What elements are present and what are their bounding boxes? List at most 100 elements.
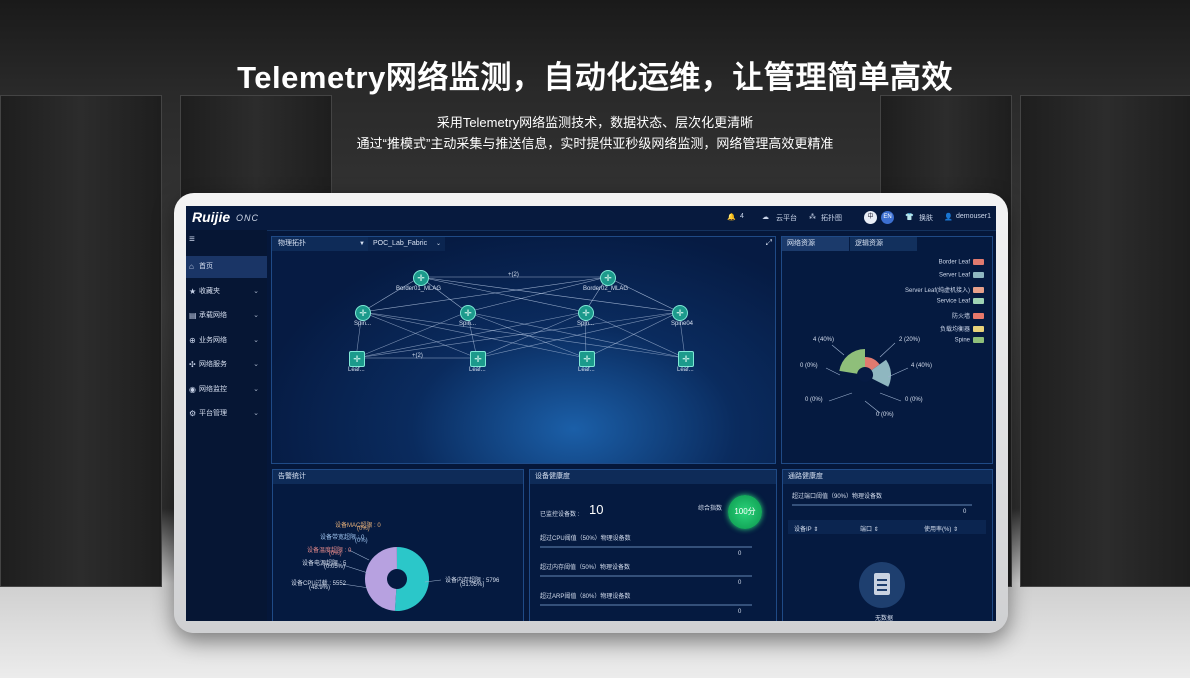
chevron-down-icon: ⌄ bbox=[253, 312, 259, 319]
legend-item[interactable]: Server Leaf(纯虚机接入) bbox=[905, 285, 984, 295]
port-threshold-label: 超过端口阈值（90%）物理设备数 bbox=[792, 494, 883, 500]
sidebar: ≡ ⌂首页★收藏夹⌄▤承载网络⌄⊕业务网络⌄✣网络服务⌄◉网络监控⌄⚙平台管理⌄ bbox=[186, 230, 267, 621]
user-icon[interactable]: 👤 bbox=[944, 214, 953, 221]
tab-logical-resources[interactable]: 逻辑资源 bbox=[850, 237, 917, 251]
language-cn-label: 中 bbox=[867, 214, 874, 220]
rose-label-top-right: 2 (20%) bbox=[899, 337, 921, 343]
alarm-power-pct: (0.05%) bbox=[324, 564, 346, 570]
sidebar-item-6[interactable]: ⚙平台管理⌄ bbox=[186, 403, 267, 425]
health-metric-value: 0 bbox=[738, 609, 742, 615]
border-spine-link bbox=[419, 276, 680, 313]
shirt-icon[interactable]: 👕 bbox=[905, 214, 914, 221]
switch-icon: ✛ bbox=[582, 308, 590, 318]
leaf-node-label: Leaf... bbox=[677, 367, 694, 373]
spine-node[interactable]: ✛ bbox=[460, 305, 476, 321]
border-node[interactable]: ✛ bbox=[413, 270, 429, 286]
spine-node[interactable]: ✛ bbox=[355, 305, 371, 321]
menu-icon[interactable]: ≡ bbox=[189, 234, 195, 245]
sidebar-item-4[interactable]: ✣网络服务⌄ bbox=[186, 354, 267, 376]
background-rack bbox=[0, 95, 162, 587]
sidebar-item-label: 平台管理 bbox=[199, 410, 227, 417]
sidebar-item-3[interactable]: ⊕业务网络⌄ bbox=[186, 330, 267, 352]
alarm-donut-chart bbox=[342, 547, 442, 611]
legend-swatch bbox=[973, 298, 984, 304]
chevron-down-icon: ⌄ bbox=[253, 410, 259, 417]
border-node[interactable]: ✛ bbox=[600, 270, 616, 286]
legend-item-label: Server Leaf bbox=[938, 272, 970, 279]
link-health-panel: 通路健康度 超过端口阈值（90%）物理设备数 0 设备IP ⇕ 端口 ⇕ 使用率… bbox=[782, 469, 993, 621]
legend-item[interactable]: Border Leaf bbox=[939, 259, 984, 269]
legend-swatch bbox=[973, 337, 984, 343]
alarm-temp-label: 设备温度超限 : 0 bbox=[307, 548, 352, 554]
tab-network-resources[interactable]: 网络资源 bbox=[782, 237, 849, 251]
language-toggle-cn[interactable]: 中 bbox=[864, 211, 877, 224]
legend-item[interactable]: Spine bbox=[955, 337, 984, 347]
health-metric-value: 0 bbox=[738, 551, 742, 557]
switch-icon: ✛ bbox=[353, 354, 361, 364]
topology-link[interactable]: 拓扑图 bbox=[821, 215, 842, 222]
border-spine-link bbox=[419, 276, 586, 313]
spine-node-label: Spine04 bbox=[671, 321, 694, 327]
spine-leaf-link bbox=[355, 311, 586, 359]
spine-node[interactable]: ✛ bbox=[578, 305, 594, 321]
alert-count[interactable]: 4 bbox=[740, 213, 744, 220]
column-device-ip[interactable]: 设备IP ⇕ bbox=[794, 527, 819, 533]
legend-item[interactable]: 防火墙 bbox=[952, 311, 984, 321]
rose-slice-server-leaf[interactable] bbox=[871, 359, 891, 387]
leaf-node[interactable]: ✛ bbox=[678, 351, 694, 367]
leaf-node[interactable]: ✛ bbox=[579, 351, 595, 367]
rose-center bbox=[858, 368, 872, 382]
brand-product: ONC bbox=[236, 213, 259, 223]
skin-switch[interactable]: 换肤 bbox=[919, 215, 933, 222]
username[interactable]: demouser1 bbox=[956, 213, 992, 220]
sidebar-item-5[interactable]: ◉网络监控⌄ bbox=[186, 379, 267, 401]
rose-slice-spine[interactable] bbox=[839, 349, 865, 374]
link-health-title: 通路健康度 bbox=[783, 470, 992, 484]
rose-slice-border-leaf[interactable] bbox=[865, 357, 880, 371]
spine-node[interactable]: ✛ bbox=[672, 305, 688, 321]
leaf-node[interactable]: ✛ bbox=[470, 351, 486, 367]
home-icon: ⌂ bbox=[189, 262, 194, 271]
topology-view-select[interactable]: 物理拓扑 ▼ bbox=[272, 237, 370, 251]
leaf-node-label: Leaf... bbox=[578, 367, 595, 373]
alarm-memory-label: 设备内存超限 : 5796 bbox=[445, 578, 500, 584]
border-spine-link bbox=[606, 276, 680, 313]
cloud-icon[interactable]: ☁ bbox=[762, 214, 769, 221]
fullscreen-icon[interactable]: ⤢ bbox=[765, 238, 772, 247]
switch-icon: ✛ bbox=[359, 308, 367, 318]
sidebar-item-label: 业务网络 bbox=[199, 336, 227, 344]
column-port[interactable]: 端口 ⇕ bbox=[860, 527, 879, 533]
service-icon: ✣ bbox=[189, 360, 196, 369]
language-toggle-en[interactable]: EN bbox=[881, 211, 894, 224]
column-usage[interactable]: 使用率(%) ⇕ bbox=[924, 527, 959, 533]
rose-label-bottom-left: 0 (0%) bbox=[805, 397, 823, 403]
switch-icon: ✛ bbox=[474, 354, 482, 364]
legend-item-label: Border Leaf bbox=[938, 259, 970, 266]
legend-swatch bbox=[973, 313, 984, 320]
brand-logo: Ruijie bbox=[192, 209, 231, 225]
legend-swatch bbox=[973, 326, 984, 333]
donut-slice-cpu[interactable] bbox=[365, 547, 397, 611]
legend-item[interactable]: Service Leaf bbox=[937, 298, 984, 308]
donut-slice-memory[interactable] bbox=[394, 547, 430, 611]
monitor-icon: ◉ bbox=[189, 384, 196, 394]
rose-leader-line bbox=[825, 367, 841, 376]
leaf-node-label: Leaf... bbox=[469, 367, 486, 373]
cloud-platform-link[interactable]: 云平台 bbox=[776, 215, 797, 222]
alarm-memory-pct: (51.05%) bbox=[460, 582, 485, 588]
sidebar-item-2[interactable]: ▤承载网络⌄ bbox=[186, 305, 267, 327]
sidebar-item-1[interactable]: ★收藏夹⌄ bbox=[186, 281, 267, 303]
bell-icon[interactable]: 🔔 bbox=[727, 214, 736, 221]
sidebar-item-0[interactable]: ⌂首页 bbox=[186, 256, 267, 278]
alarm-temp-pct: (0%) bbox=[329, 551, 342, 557]
legend-item-label: 防火墙 bbox=[951, 314, 970, 320]
switch-icon: ✛ bbox=[682, 354, 690, 364]
fabric-select[interactable]: POC_Lab_Fabric ⌄ bbox=[368, 237, 445, 251]
topology-icon[interactable]: ⁂ bbox=[809, 214, 816, 221]
legend-item[interactable]: Server Leaf bbox=[939, 272, 984, 282]
alarm-power-label: 设备电源超限 : 5 bbox=[302, 561, 347, 567]
legend-item[interactable]: 负载均衡器 bbox=[940, 324, 984, 334]
chevron-down-icon: ▼ bbox=[359, 241, 365, 247]
rose-leader-line bbox=[831, 344, 845, 356]
leaf-node[interactable]: ✛ bbox=[349, 351, 365, 367]
